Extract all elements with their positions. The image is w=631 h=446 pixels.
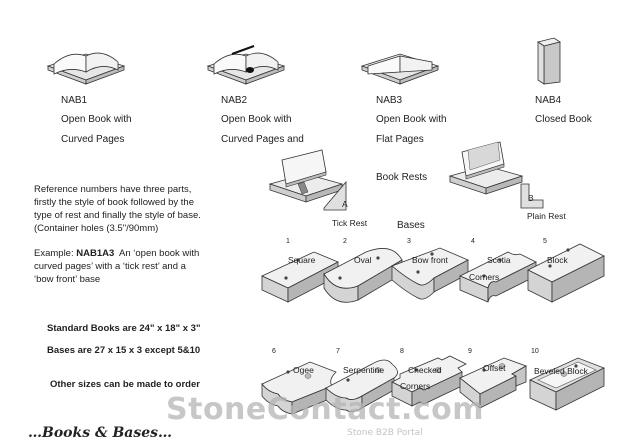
- bases-title: Bases: [397, 220, 425, 231]
- tick-rest-letter: A: [342, 199, 348, 209]
- base-name-checked-corners: Corners: [400, 381, 431, 391]
- base-ogee-icon: [261, 361, 337, 415]
- open-book-flat-icon: [360, 53, 440, 85]
- base-number-1: 1: [286, 238, 290, 245]
- book-desc-nab4-line1: Closed Book: [535, 114, 592, 125]
- base-number-2: 2: [343, 238, 347, 245]
- book-desc-nab3-line1: Open Book with: [376, 114, 447, 125]
- example-text-1: An ‘open book with: [119, 248, 200, 259]
- book-code-nab1: NAB1: [61, 95, 88, 106]
- watermark-tagline: Stone B2B Portal: [347, 428, 423, 438]
- book-desc-nab1-line2: Curved Pages: [61, 134, 125, 145]
- reference-line-2: firstly the style of book followed by th…: [34, 197, 194, 208]
- base-bow-front-icon: [391, 247, 469, 300]
- base-number-4: 4: [471, 238, 475, 245]
- base-name-scotia: Scotia: [487, 255, 511, 265]
- tick-rest-profile-icon: [323, 180, 347, 211]
- base-number-5: 5: [543, 238, 547, 245]
- base-scotia-corners-icon: [459, 251, 537, 303]
- example-code: NAB1A3: [76, 248, 115, 259]
- book-code-nab4: NAB4: [535, 95, 562, 106]
- base-name-bow-front: Bow front: [412, 255, 448, 265]
- base-beveled-block-icon: [529, 357, 605, 411]
- base-offset-icon: [459, 357, 527, 409]
- base-name-oval: Oval: [354, 255, 372, 265]
- base-number-8: 8: [400, 348, 404, 355]
- book-code-nab3: NAB3: [376, 95, 403, 106]
- bases-size-text: Bases are 27 x 15 x 3 except 5&10: [47, 345, 201, 356]
- base-name-offset: Offset: [483, 363, 506, 373]
- reference-example: Example: NAB1A3 An ‘open book with curve…: [34, 247, 234, 286]
- base-number-6: 6: [272, 348, 276, 355]
- book-code-nab2: NAB2: [221, 95, 248, 106]
- plain-rest-letter: B: [528, 193, 534, 203]
- reference-line-4: (Container holes (3.5"/90mm): [34, 223, 159, 234]
- base-name-serpentine: Serpentine: [343, 365, 385, 375]
- base-name-ogee: Ogee: [293, 365, 314, 375]
- tick-rest-label: Tick Rest: [332, 218, 368, 228]
- base-block-icon: [527, 243, 605, 303]
- base-serpentine-icon: [325, 359, 398, 412]
- plain-rest-profile-icon: [520, 183, 544, 209]
- book-desc-nab3-line2: Flat Pages: [376, 134, 424, 145]
- base-number-3: 3: [407, 238, 411, 245]
- base-name-block: Block: [547, 255, 568, 265]
- footer-title: …Books & Bases…: [28, 425, 173, 441]
- base-number-7: 7: [336, 348, 340, 355]
- plain-rest-label: Plain Rest: [527, 211, 566, 221]
- reference-line-1: Reference numbers have three parts,: [34, 184, 192, 195]
- example-text-2: curved pages’ with a ‘tick rest’ and a: [34, 261, 186, 272]
- base-oval-icon: [323, 248, 403, 303]
- open-book-curved-plaque-icon: [206, 45, 286, 85]
- book-desc-nab2-line1: Open Book with: [221, 114, 292, 125]
- base-name-scotia-corners: Corners: [469, 272, 500, 282]
- base-number-10: 10: [531, 348, 539, 355]
- example-text-3: ‘bow front’ base: [34, 274, 101, 285]
- book-desc-nab2-line2: Curved Pages and: [221, 134, 304, 145]
- book-desc-nab1-line1: Open Book with: [61, 114, 132, 125]
- reference-explanation: Reference numbers have three parts, firs…: [34, 183, 234, 235]
- open-book-curved-icon: [46, 52, 126, 85]
- base-square-icon: [261, 251, 339, 303]
- closed-book-icon: [537, 37, 561, 85]
- watermark-logo: StoneContact.com: [166, 392, 485, 427]
- base-name-checked: Checked: [408, 365, 442, 375]
- base-number-9: 9: [468, 348, 472, 355]
- tick-rest-icon: [268, 149, 344, 203]
- example-prefix: Example:: [34, 248, 74, 259]
- base-name-beveled-block: Beveled Block: [534, 366, 588, 376]
- standard-size-text: Standard Books are 24" x 18" x 3": [47, 323, 201, 334]
- reference-line-3: type of rest and finally the style of ba…: [34, 210, 201, 221]
- base-name-square: Square: [288, 255, 316, 265]
- book-rests-title: Book Rests: [376, 172, 428, 183]
- other-sizes-text: Other sizes can be made to order: [50, 379, 200, 390]
- plain-rest-icon: [448, 141, 524, 195]
